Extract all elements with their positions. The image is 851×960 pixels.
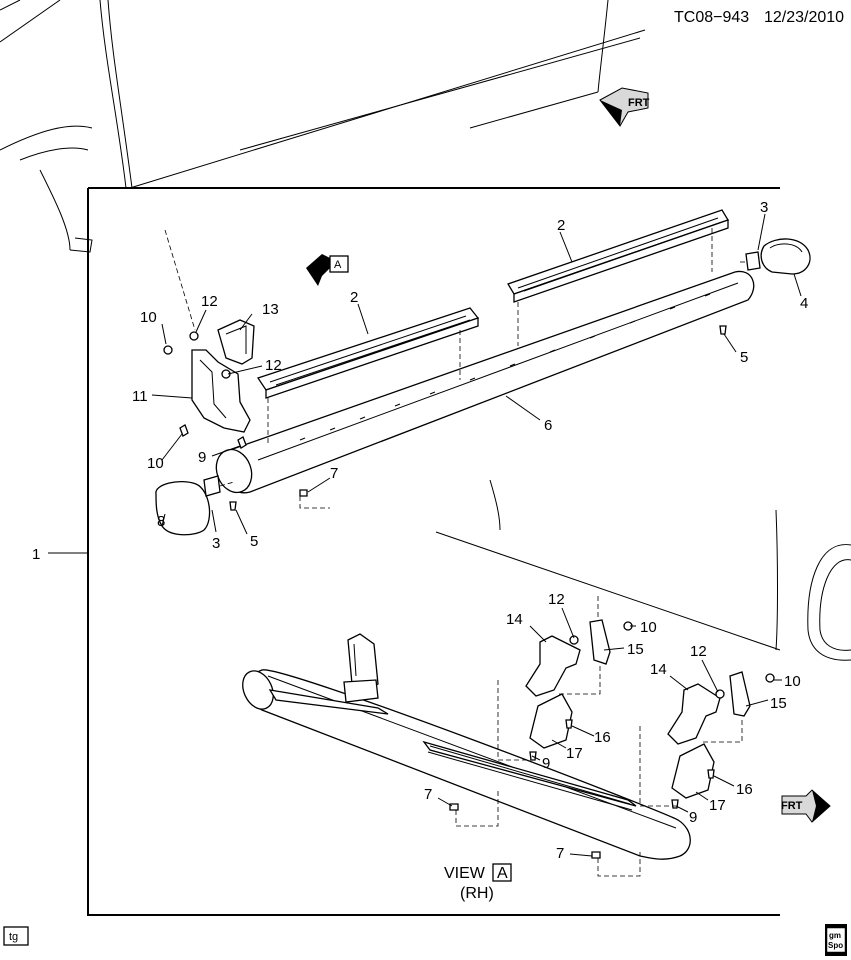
callout-1: 1 bbox=[32, 546, 40, 563]
view-label: VIEW bbox=[444, 865, 486, 882]
spo-logo-text: Spo bbox=[828, 941, 843, 950]
front-label-upper: FRT bbox=[628, 97, 650, 109]
view-caption: VIEW A (RH) bbox=[444, 863, 512, 902]
footer: tg gm Spo bbox=[3, 924, 847, 956]
front-arrow-upper: FRT bbox=[599, 87, 650, 127]
callout-15: 15 bbox=[627, 641, 644, 658]
callout-2: 2 bbox=[350, 289, 358, 306]
callout-5: 5 bbox=[740, 349, 748, 366]
lower-bracket-assembly-2 bbox=[639, 671, 775, 809]
step-pad-front bbox=[256, 307, 480, 446]
callout-12: 12 bbox=[265, 357, 282, 374]
callout-7: 7 bbox=[556, 845, 564, 862]
diagram-code: TC08−943 bbox=[674, 9, 749, 26]
tg-tag: tg bbox=[9, 931, 18, 943]
callout-11: 11 bbox=[132, 388, 148, 405]
view-side: (RH) bbox=[460, 885, 494, 902]
callout-10: 10 bbox=[140, 309, 157, 326]
view-frame bbox=[87, 187, 780, 916]
callout-17: 17 bbox=[709, 797, 726, 814]
gm-logo-text: gm bbox=[829, 931, 841, 940]
callout-12: 12 bbox=[548, 591, 565, 608]
callout-4: 4 bbox=[800, 295, 808, 312]
callout-5: 5 bbox=[250, 533, 258, 550]
tg-tag-box bbox=[3, 926, 29, 946]
front-arrow-lower: FRT bbox=[781, 789, 831, 823]
end-cap-rear bbox=[740, 238, 811, 275]
callout-6: 6 bbox=[544, 417, 552, 434]
callout-16: 16 bbox=[594, 729, 611, 746]
lower-front-bracket bbox=[343, 633, 379, 703]
callout-9: 9 bbox=[198, 449, 206, 466]
running-board-lower bbox=[242, 669, 691, 860]
view-a-arrow: A bbox=[306, 254, 349, 286]
callout-14: 14 bbox=[506, 611, 523, 628]
header: TC08−943 12/23/2010 bbox=[674, 9, 844, 26]
callout-3: 3 bbox=[212, 535, 220, 552]
end-cap-front bbox=[155, 475, 235, 536]
callout-7: 7 bbox=[330, 465, 338, 482]
fasteners-lower bbox=[449, 790, 641, 877]
callout-15: 15 bbox=[770, 695, 787, 712]
callout-10: 10 bbox=[147, 455, 164, 472]
callout-17: 17 bbox=[566, 745, 583, 762]
callout-8: 8 bbox=[157, 513, 165, 530]
callout-14: 14 bbox=[650, 661, 667, 678]
callout-10: 10 bbox=[784, 673, 801, 690]
callout-7: 7 bbox=[424, 786, 432, 803]
callout-3: 3 bbox=[760, 199, 768, 216]
callout-9: 9 bbox=[689, 809, 697, 826]
leader-lines bbox=[48, 213, 802, 857]
view-key: A bbox=[497, 865, 508, 882]
board-slots bbox=[299, 293, 711, 441]
step-pad-rear bbox=[507, 209, 729, 346]
callout-labels: 1 2 2 3 3 4 5 5 6 7 7 7 8 9 9 9 10 10 10… bbox=[32, 199, 808, 862]
callout-10: 10 bbox=[640, 619, 657, 636]
view-key-box bbox=[492, 863, 512, 882]
lower-bracket-assembly-1 bbox=[497, 619, 633, 761]
vehicle-body-top bbox=[0, 0, 646, 253]
callout-12: 12 bbox=[201, 293, 218, 310]
view-marker-letter: A bbox=[334, 259, 342, 271]
callout-2: 2 bbox=[557, 217, 565, 234]
callout-16: 16 bbox=[736, 781, 753, 798]
diagram-date: 12/23/2010 bbox=[764, 9, 844, 26]
running-board-upper bbox=[215, 270, 755, 494]
view-marker-box bbox=[329, 255, 349, 273]
fasteners-upper bbox=[229, 325, 727, 511]
callout-13: 13 bbox=[262, 301, 279, 318]
callout-9: 9 bbox=[542, 755, 550, 772]
front-label-lower: FRT bbox=[781, 800, 803, 812]
front-bracket-assembly bbox=[163, 319, 255, 449]
callout-12: 12 bbox=[690, 643, 707, 660]
